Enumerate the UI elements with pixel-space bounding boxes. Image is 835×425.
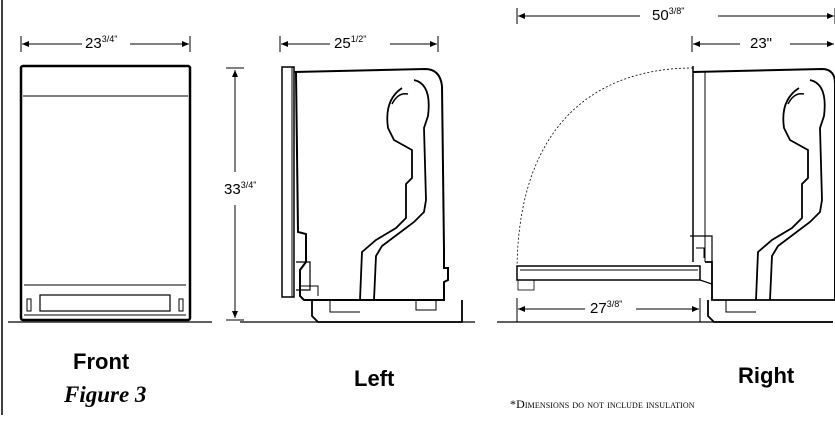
front-view-drawing <box>19 64 192 322</box>
insulation-note: *Dimensions do not include insulation <box>510 397 695 412</box>
right-depth-label: 23" <box>748 34 775 52</box>
door-swing-arc <box>516 67 694 271</box>
right-view-drawing <box>516 66 835 323</box>
left-depth-whole: 25 <box>334 35 351 52</box>
left-depth-fraction: 1/2" <box>350 34 367 44</box>
door-length-whole: 27 <box>590 300 607 317</box>
front-width-whole: 23 <box>85 35 102 52</box>
figure-caption: Figure 3 <box>64 382 147 407</box>
left-depth-dimension-line <box>279 36 439 52</box>
height-label: 333/4" <box>222 180 259 198</box>
open-depth-total-whole: 50 <box>652 7 669 24</box>
right-view-label: Right <box>738 363 795 388</box>
right-depth-dimension-line <box>691 36 834 52</box>
front-width-dimension-line <box>20 36 191 52</box>
height-fraction: 3/4" <box>240 180 257 190</box>
height-dimension-line <box>226 67 244 321</box>
front-width-fraction: 3/4" <box>101 34 118 44</box>
height-whole: 33 <box>224 181 241 198</box>
right-depth-whole: 23" <box>750 35 773 52</box>
right-total-dimension-line <box>516 8 835 24</box>
door-length-fraction: 3/8" <box>606 299 623 309</box>
open-depth-total-label: 503/8" <box>650 6 687 24</box>
left-view-label: Left <box>354 366 395 391</box>
insulation-note-text: *Dimensions do not include insulation <box>510 397 695 411</box>
left-view-drawing <box>281 66 463 323</box>
front-width-label: 233/4" <box>83 34 120 52</box>
left-depth-label: 251/2" <box>332 34 369 52</box>
front-view-label: Front <box>73 349 130 374</box>
door-length-dimension-line <box>516 298 701 322</box>
door-length-label: 273/8" <box>588 299 625 317</box>
open-depth-total-fraction: 3/8" <box>668 6 685 16</box>
